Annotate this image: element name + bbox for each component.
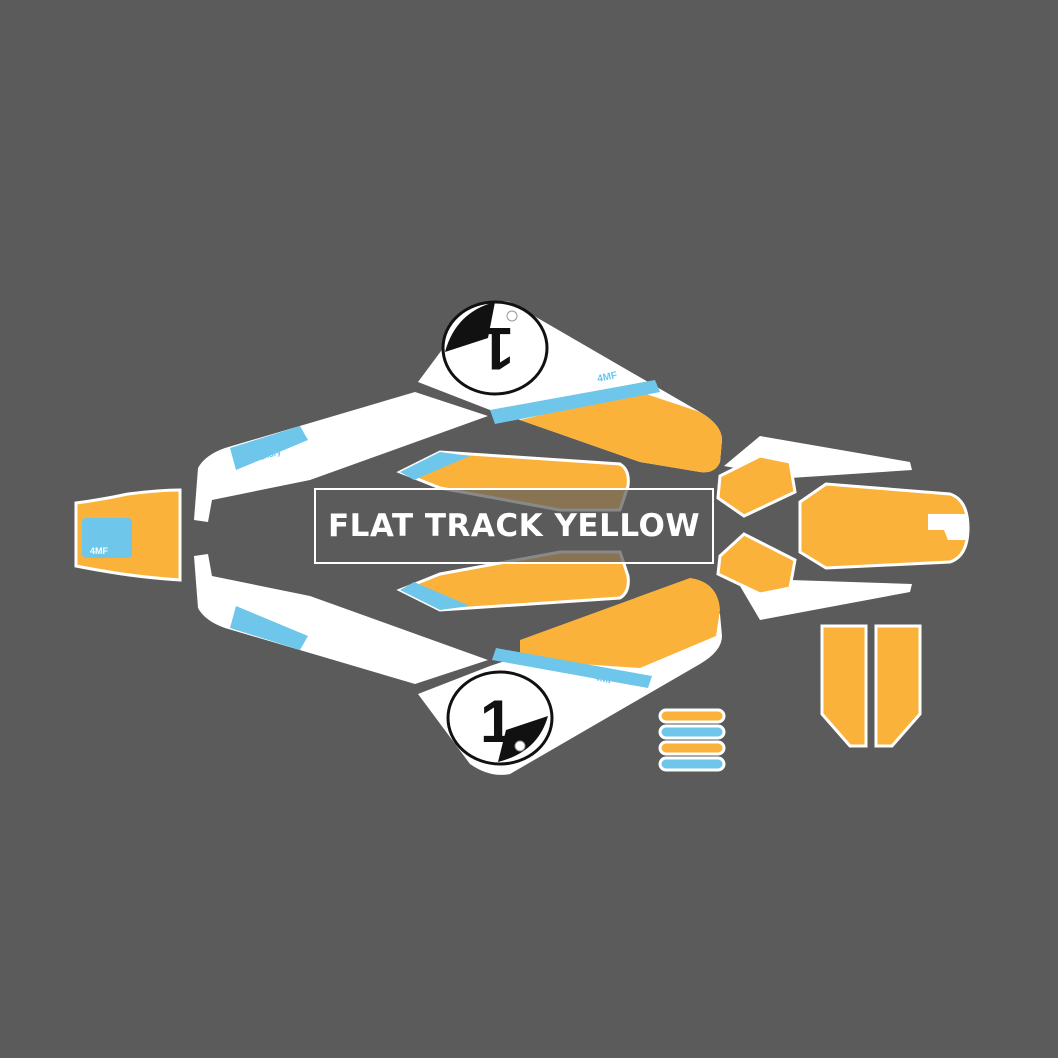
number-plate-lower: 1 [480, 688, 513, 755]
number-side-panel-lower: 1 4MF [418, 578, 722, 775]
rim-strips [658, 708, 726, 772]
fork-leg-decal-left: 4MF [820, 624, 868, 748]
product-title: FLAT TRACK YELLOW [327, 508, 701, 544]
radiator-scoop-lower [716, 532, 912, 620]
rear-side-panel-lower: 4MFoundry [194, 554, 488, 684]
tank-shroud-lower [396, 550, 630, 612]
fork-leg-decal-right: 4MF [874, 624, 922, 748]
lower-panel-brand-text: 4MF [593, 672, 615, 687]
fender-brand-text: 4MF [90, 546, 109, 556]
radiator-scoop-upper [716, 436, 912, 518]
upper-panel-brand-text: 4MF [596, 370, 618, 385]
number-plate-upper: 1 [481, 315, 514, 382]
product-title-box: FLAT TRACK YELLOW [314, 488, 714, 564]
rear-side-panel-upper: 4MFoundry [194, 392, 488, 522]
number-side-panel-upper: 1 4MF [418, 300, 722, 473]
front-fender-decal [798, 482, 970, 570]
rear-fender-decal: 4MF [74, 488, 182, 582]
